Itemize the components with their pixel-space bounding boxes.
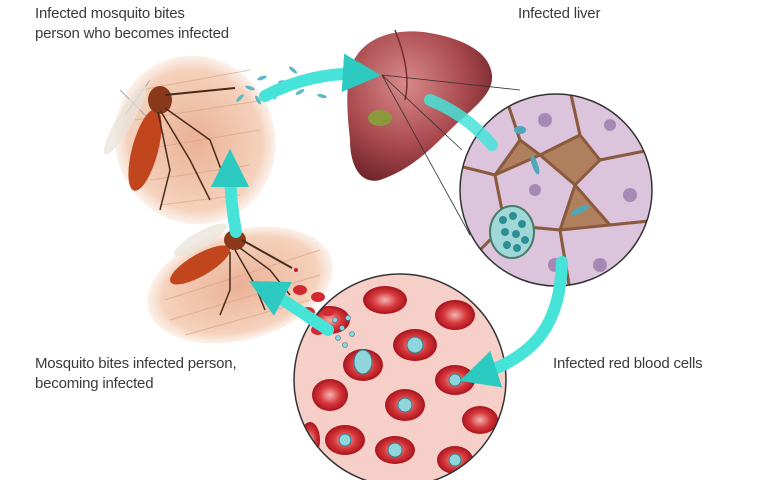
mosquito-bottom — [170, 223, 298, 316]
liver — [347, 29, 521, 236]
label-infected-liver: Infected liver — [518, 5, 601, 22]
label-line: Infected mosquito bites — [35, 5, 185, 22]
arrow-liver-to-cells — [424, 94, 498, 151]
label-infected-mosquito-bites: Infected mosquito bites person who becom… — [35, 4, 229, 44]
liver-parasites — [514, 126, 590, 216]
cycle-arrows — [210, 53, 568, 388]
label-line: person who becomes infected — [35, 25, 229, 42]
label-line: Mosquito bites infected person, — [35, 355, 237, 372]
skin-top — [114, 55, 276, 225]
arrow-mosquito-to-mosquito — [210, 148, 250, 238]
arrow-skin-to-liver — [259, 53, 382, 102]
blood-cells-circle — [293, 273, 507, 480]
liver-schizont — [489, 205, 535, 259]
label-line: becoming infected — [35, 375, 154, 392]
arrow-cells-to-blood — [459, 256, 568, 388]
liver-cells-circle — [459, 93, 653, 287]
arrow-blood-to-mosquito — [249, 281, 334, 336]
label-mosquito-bites-infected-person: Mosquito bites infected person, becoming… — [35, 354, 237, 394]
label-infected-red-blood-cells: Infected red blood cells — [553, 355, 703, 372]
